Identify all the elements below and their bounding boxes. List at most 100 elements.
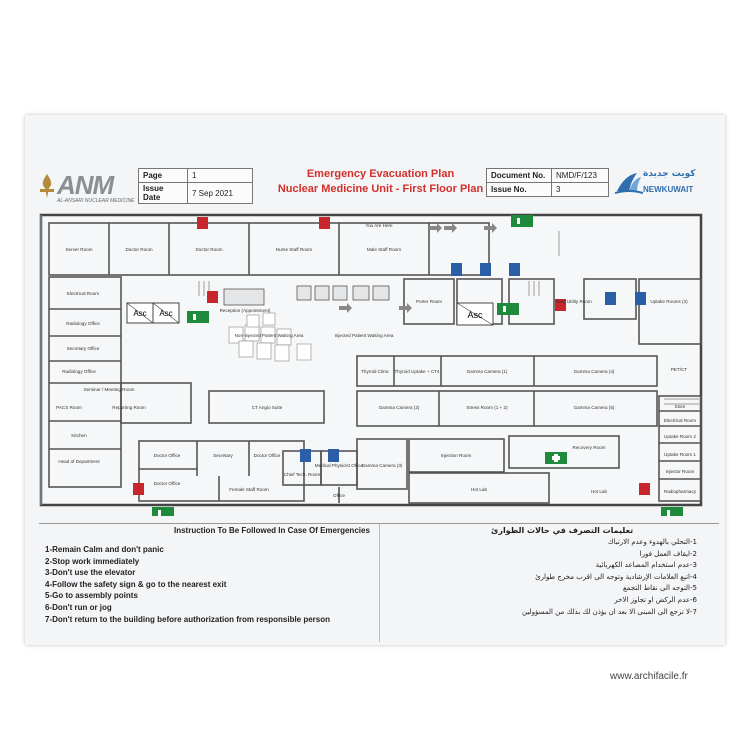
instruction-item-ar: 2-ايقاف العمل فورا: [639, 549, 697, 558]
room-female-staff: Female Staff Room: [229, 487, 269, 492]
room-medical-physicist: Medical Physicist Office: [315, 463, 364, 468]
instruction-item: 1-Remain Calm and don't panic: [45, 545, 164, 554]
wc-icon: [300, 449, 311, 462]
room-doctor-1: Doctor Room: [125, 247, 152, 252]
instruction-item: 4-Follow the safety sign & go to the nea…: [45, 579, 227, 589]
room-chief-tech: Chief Tech. Room: [284, 472, 321, 477]
room-gamma-camera-3: Gamma Camera (3): [362, 463, 403, 468]
instruction-item: 3-Don't use the elevator: [45, 568, 136, 578]
restroom-icons: [300, 263, 646, 462]
issue-date-value: 7 Sep 2021: [187, 182, 253, 204]
room-server: Server Room: [65, 247, 92, 252]
room-uptake-rooms: Uptake Rooms (3): [650, 299, 688, 304]
fire-extinguisher-icon: [207, 291, 218, 303]
room-injection: Injection Room: [441, 453, 472, 458]
fire-extinguisher-icon: [133, 483, 144, 495]
instruction-item: 6-Don't run or jog: [45, 602, 112, 612]
fire-extinguisher-icon: [197, 217, 208, 229]
floor-plan: Asc Asc Asc: [39, 213, 703, 516]
room-uptake-1: Uptake Room 1: [664, 452, 696, 457]
room-hot-lab-right: Hot Lab: [591, 489, 608, 494]
evacuation-plan-sheet: ANM AL-ANSARI NUCLEAR MEDICINE Page 1 Is…: [25, 115, 725, 645]
wc-icon: [635, 292, 646, 305]
instructions-heading-ar: تعليمات التصرف في حالات الطوارئ: [491, 526, 634, 535]
room-gamma-camera-5: Gamma Camera (5): [574, 405, 615, 410]
room-thyroid-uptake: Thyroid Uptake + CT4: [394, 369, 440, 374]
elevator-label-1: Asc: [133, 309, 146, 318]
room-doctor-office-3: Doctor Office: [154, 481, 181, 486]
elevator-label-2: Asc: [159, 309, 172, 318]
instruction-item-ar: 7-لا ترجع الى المبنى الا بعد ان يؤذن لك …: [522, 607, 697, 616]
room-radiology-office: Radiology Office: [66, 321, 100, 326]
emergency-exit-icon: [661, 507, 683, 516]
wc-icon: [509, 263, 520, 276]
room-ct-angio: CT Angio Suite: [252, 405, 283, 410]
instruction-item-ar: 3-عدم استخدام المصاعد الكهربائية: [595, 561, 697, 570]
room-doctor-2: Doctor Room: [195, 247, 222, 252]
you-are-here-label: You Are Here: [365, 223, 393, 228]
instructions-list-en: 1-Remain Calm and don't panic 2-Stop wor…: [45, 544, 375, 625]
room-stress: Stress Room (1 + 2): [466, 405, 508, 410]
room-electrical-left: Electrical Room: [67, 291, 99, 296]
room-dirty-utility: Dirty Utility Room: [556, 299, 592, 304]
issue-no-value: 3: [551, 182, 609, 197]
instructions-divider: [379, 524, 380, 642]
room-secretary: Secretary: [213, 453, 233, 458]
room-porter: Porter Room: [416, 299, 442, 304]
title-line-1: Emergency Evacuation Plan: [306, 168, 455, 180]
instruction-item: 2-Stop work immediately: [45, 556, 140, 566]
wc-icon: [328, 449, 339, 462]
new-kuwait-logo: كويت جديدة NEWKUWAIT: [615, 167, 705, 203]
page-value: 1: [187, 168, 253, 183]
outer-wall: [39, 213, 703, 507]
room-store: Store: [675, 404, 686, 409]
doc-no-value: NMD/F/123: [551, 168, 609, 183]
room-electrical-right: Electrical Room: [664, 418, 696, 423]
instructions-panel: Instruction To Be Followed In Case Of Em…: [39, 523, 719, 642]
watermark-text: www.archifacile.fr: [610, 671, 688, 682]
anm-logo-text: ANM: [57, 170, 114, 200]
instruction-item-ar: 4-اتبع العلامات الإرشادية وتوجه الى اقرب…: [535, 572, 697, 581]
page-label: Page: [138, 168, 188, 183]
issue-date-label: Issue Date: [138, 182, 188, 204]
doc-no-label: Document No.: [486, 168, 552, 183]
room-pacs: PACS Room: [56, 405, 82, 410]
header-table-right: Document No. NMD/F/123 Issue No. 3: [486, 168, 609, 197]
area-non-injected-waiting: Non-Injected Patient Waiting Area: [235, 333, 304, 338]
room-hot-lab: Hot Lab: [471, 487, 488, 492]
emergency-exit-icon: [187, 311, 209, 323]
instruction-item: 7-Don't return to the building before au…: [45, 614, 331, 624]
instruction-item-ar: 1-التحلي بالهدوء وعدم الارتباك: [607, 538, 697, 546]
room-reporting: Reporting Room: [112, 405, 146, 410]
wc-icon: [451, 263, 462, 276]
anm-logo: ANM AL-ANSARI NUCLEAR MEDICINE: [37, 168, 145, 204]
room-head-of-department: Head of Department: [58, 459, 100, 464]
sail-logo-icon: [615, 173, 643, 194]
room-thyroid-clinic: Thyroid Clinic: [361, 369, 390, 374]
emergency-exit-icon: [497, 303, 519, 315]
emergency-exit-icon: [152, 507, 174, 516]
fleur-de-lis-icon: [40, 174, 54, 198]
room-gamma-camera-4: Gamma Camera (4): [574, 369, 615, 374]
room-male-staff: Male Staff Room: [367, 247, 401, 252]
instruction-item-ar: 6-عدم الركض او تجاوز الاخر: [614, 595, 697, 604]
anm-logo-subtext: AL-ANSARI NUCLEAR MEDICINE: [57, 198, 135, 204]
instructions-heading-en: Instruction To Be Followed In Case Of Em…: [174, 526, 370, 535]
instruction-item-ar: 5-التوجه الى نقاط التجمع: [622, 584, 697, 593]
header-table-left: Page 1 Issue Date 7 Sep 2021: [138, 168, 253, 204]
room-nurse-staff: Nurse Staff Room: [276, 247, 313, 252]
room-gamma-camera-1: Gamma Camera (1): [467, 369, 508, 374]
room-office: Office: [333, 493, 345, 498]
room-seminar: Seminar / Meeting Room: [84, 387, 135, 392]
room-recovery: Recovery Room: [573, 445, 606, 450]
room-pet-ct: PET/CT: [671, 367, 688, 372]
new-kuwait-text: NEWKUWAIT: [643, 185, 694, 194]
new-kuwait-arabic: كويت جديدة: [643, 169, 696, 179]
room-doctor-office-1: Doctor Office: [154, 453, 181, 458]
fire-extinguisher-icon: [639, 483, 650, 495]
emergency-exit-icon: [511, 215, 533, 227]
wc-icon: [605, 292, 616, 305]
wc-icon: [480, 263, 491, 276]
area-injected-waiting: Injected Patient Waiting Area: [335, 333, 394, 338]
room-uptake-2: Uptake Room 2: [664, 434, 696, 439]
